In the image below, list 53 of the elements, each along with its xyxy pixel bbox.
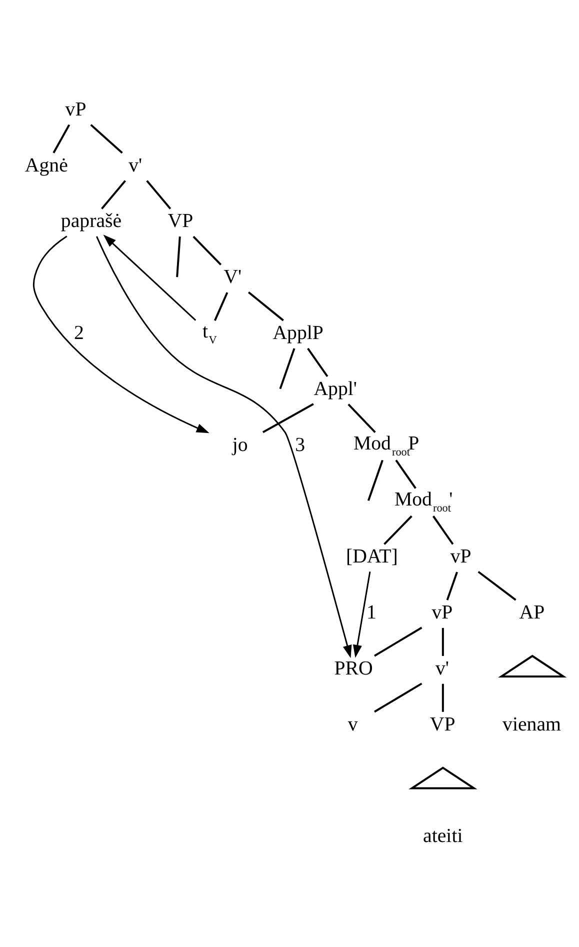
node-text: VP [430,712,456,735]
connector [176,236,181,277]
node-text: Appl' [314,377,358,400]
connector [52,124,70,153]
arrow [32,235,210,433]
node-text: AP [519,600,545,623]
node-text: vP [432,600,453,623]
node-text: Mod$_{root}$P [353,432,420,458]
connector [101,180,126,209]
node-text: v [348,712,358,735]
connector [478,570,516,600]
node-triangle [408,766,478,789]
node-text: VP [168,210,194,232]
node-text: Agnė [24,154,68,176]
connector [146,180,172,209]
node-text: ApplP [272,321,324,344]
node-text: vienam [502,712,562,735]
connector [432,515,454,544]
node-text: PRO [334,656,373,679]
connector [90,124,123,154]
node-triangle [498,654,567,677]
node-text: v' [435,656,449,679]
node-text: v' [128,154,142,176]
node-text: jo [232,433,248,456]
connector [442,627,444,656]
connector [279,348,296,389]
connector [442,683,444,712]
connector [367,459,384,500]
edge-label: 2 [74,321,84,344]
connector [374,626,422,656]
connector [214,292,228,320]
arrow [352,571,371,658]
node-text: [DAT] [346,545,398,568]
connector [374,682,422,712]
node-text: Mod$_{root}$' [394,488,453,514]
connector [395,459,416,488]
node-text: vP [65,98,86,120]
node-text: V' [224,266,242,288]
edge-label: 3 [295,433,306,456]
edge-label: 1 [366,600,376,623]
connector [248,290,284,321]
connector [262,402,314,433]
connector [446,571,458,600]
connector [192,235,222,265]
node-text: paprašė [60,210,122,232]
node-text: ateiti [423,824,463,847]
arrow [96,236,352,658]
node-text: t$_{V}$ [202,320,217,346]
connector [384,514,412,544]
node-text: vP [450,545,472,568]
arrow [103,234,196,320]
connector [307,347,328,377]
connector [348,403,376,433]
